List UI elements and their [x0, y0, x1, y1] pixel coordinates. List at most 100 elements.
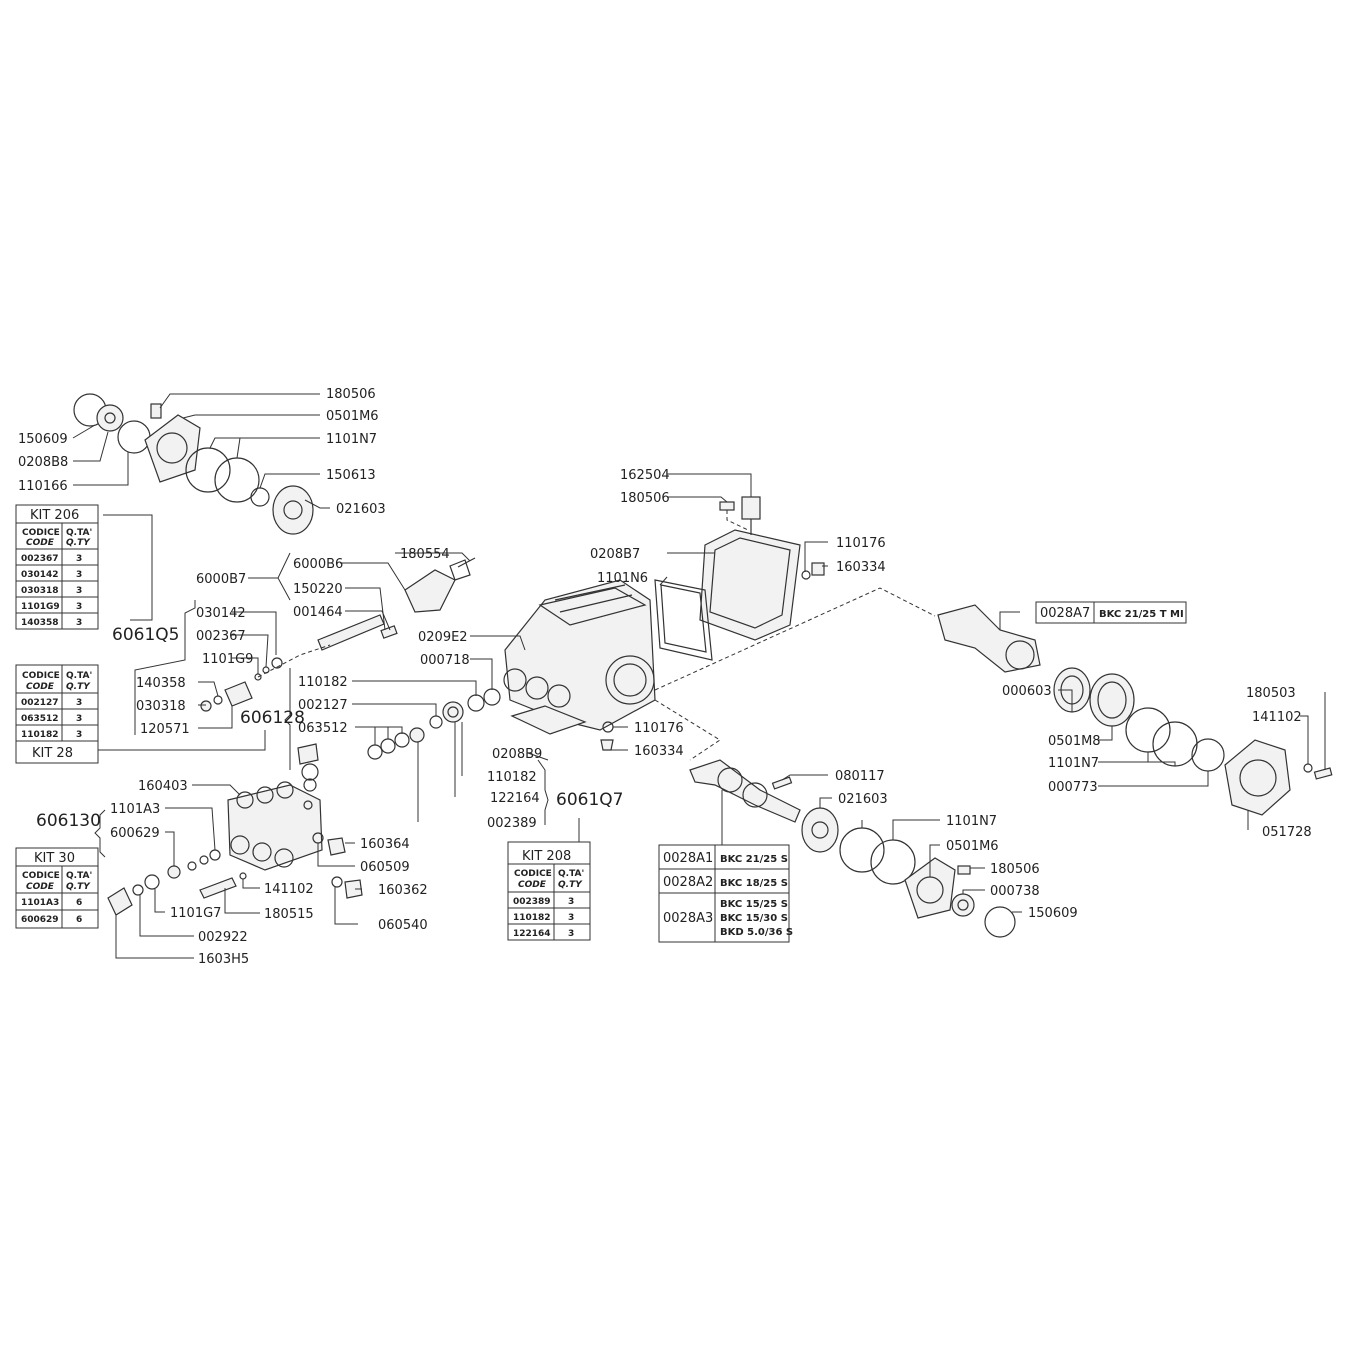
plunger-120571-shape — [224, 681, 253, 707]
label-0501m6-mid: 0501M6 — [946, 839, 999, 854]
parts-cover — [654, 496, 825, 661]
label-141102-right: 141102 — [1252, 710, 1302, 725]
seal-000773-shape — [1191, 738, 1225, 772]
label-160362: 160362 — [378, 883, 428, 898]
label-1603h5: 1603H5 — [198, 952, 249, 967]
plug-160334-b-shape — [600, 739, 614, 751]
gasket-0208b9-shape — [510, 705, 587, 735]
svg-text:1101A3: 1101A3 — [21, 898, 59, 908]
svg-text:Q.TY: Q.TY — [66, 682, 91, 692]
svg-text:002367: 002367 — [21, 554, 59, 564]
seal-000738-shape — [951, 893, 975, 917]
label-000718: 000718 — [420, 653, 470, 668]
ring-030318-shape — [213, 695, 223, 705]
variant-0028a7-table: 0028A7 BKC 21/25 T MI — [1035, 601, 1187, 624]
plug-160334-a-shape — [811, 562, 825, 576]
label-110176-top: 110176 — [836, 536, 886, 551]
svg-text:6: 6 — [76, 915, 82, 925]
flange-0501m6-shape — [144, 414, 201, 483]
label-160403: 160403 — [138, 779, 188, 794]
kit-28-table: CODICE CODE Q.TA' Q.TY 002127 3 063512 3… — [15, 664, 99, 764]
label-141102-left: 141102 — [264, 882, 314, 897]
kit-206-title: KIT 206 — [30, 508, 79, 523]
valve-600629-shape — [167, 865, 181, 879]
parts-front-flange — [73, 393, 314, 535]
svg-text:1101G9: 1101G9 — [21, 602, 60, 612]
seal-000718-shape — [483, 688, 501, 706]
label-1101g9: 1101G9 — [202, 652, 253, 667]
svg-text:3: 3 — [76, 586, 82, 596]
kit-208-title: KIT 208 — [522, 849, 571, 864]
group-6061q5: 6061Q5 — [112, 625, 179, 645]
svg-text:002127: 002127 — [21, 698, 59, 708]
bearing-021603-b-shape — [801, 807, 839, 853]
svg-text:110182: 110182 — [21, 730, 59, 740]
oring-1101n7-c-shape — [839, 827, 885, 873]
oring-110166-shape — [117, 420, 151, 454]
label-021603-mid: 021603 — [838, 792, 888, 807]
oring-1101n7-e-shape — [1125, 707, 1171, 753]
screw-180506-shape — [150, 403, 162, 419]
gasket-1101n6-shape — [654, 579, 713, 661]
circlip-150609-b-shape — [984, 906, 1016, 938]
svg-text:122164: 122164 — [513, 929, 551, 939]
label-150609-mid: 150609 — [1028, 906, 1078, 921]
bolt-180515-shape — [199, 877, 237, 899]
svg-text:BKC 21/25 S: BKC 21/25 S — [720, 854, 788, 865]
label-150613: 150613 — [326, 468, 376, 483]
svg-text:BKC 15/25 S: BKC 15/25 S — [720, 899, 788, 910]
valve-1101a3-shape — [209, 849, 221, 861]
svg-text:BKC 15/30 S: BKC 15/30 S — [720, 913, 788, 924]
svg-text:Q.TA': Q.TA' — [66, 671, 92, 681]
oring-1101n7-b-shape — [214, 457, 260, 503]
ring-002922-shape — [132, 884, 144, 896]
svg-text:CODICE: CODICE — [514, 869, 552, 879]
label-002389: 002389 — [487, 816, 537, 831]
screw-180506-b-shape — [719, 501, 735, 511]
svg-text:3: 3 — [76, 602, 82, 612]
label-021603-top: 021603 — [336, 502, 386, 517]
svg-text:BKC 18/25 S: BKC 18/25 S — [720, 878, 788, 889]
label-140358: 140358 — [136, 676, 186, 691]
ring-002389-shape — [409, 727, 425, 743]
svg-text:0028A1: 0028A1 — [663, 851, 713, 866]
oring-1101n7-a-shape — [185, 447, 231, 493]
variant-0028a-table: 0028A1 BKC 21/25 S 0028A2 BKC 18/25 S 00… — [658, 844, 793, 943]
nut-140358-shape — [200, 700, 212, 712]
label-120571: 120571 — [140, 722, 190, 737]
label-150220: 150220 — [293, 582, 343, 597]
svg-text:3: 3 — [76, 730, 82, 740]
oring-060540-shape — [331, 876, 343, 888]
key-080117-shape — [771, 776, 793, 790]
group-labels: 6061Q5 606128 606130 6061Q7 — [36, 625, 623, 831]
label-000738: 000738 — [990, 884, 1040, 899]
label-162504: 162504 — [620, 468, 670, 483]
kit-206-table: KIT 206 CODICE CODE Q.TA' Q.TY 002367 3 … — [15, 504, 99, 630]
svg-text:Q.TA': Q.TA' — [66, 528, 92, 538]
label-1101a3: 1101A3 — [110, 802, 160, 817]
group-606130: 606130 — [36, 811, 101, 831]
svg-text:0028A3: 0028A3 — [663, 911, 713, 926]
label-110176-mid: 110176 — [634, 721, 684, 736]
label-180554: 180554 — [400, 547, 450, 562]
plug-1603h5-shape — [107, 887, 133, 916]
label-030142: 030142 — [196, 606, 246, 621]
svg-text:3: 3 — [568, 897, 574, 907]
label-0501m8: 0501M8 — [1048, 734, 1101, 749]
svg-text:3: 3 — [76, 570, 82, 580]
label-160364: 160364 — [360, 837, 410, 852]
leader-lines — [72, 393, 1326, 959]
svg-text:Q.TY: Q.TY — [66, 538, 91, 548]
label-160334-mid: 160334 — [634, 744, 684, 759]
svg-text:BKC 21/25 T MI: BKC 21/25 T MI — [1099, 609, 1184, 620]
label-0209e2: 0209E2 — [418, 630, 468, 645]
ring-150613-shape — [250, 487, 270, 507]
crankcase-0209e2-shape — [504, 579, 656, 731]
crankshaft-0028a-shape — [689, 759, 801, 823]
label-060509: 060509 — [360, 860, 410, 875]
label-180506-cover: 180506 — [620, 491, 670, 506]
seal-0208b8-shape — [96, 404, 124, 432]
label-180515: 180515 — [264, 907, 314, 922]
